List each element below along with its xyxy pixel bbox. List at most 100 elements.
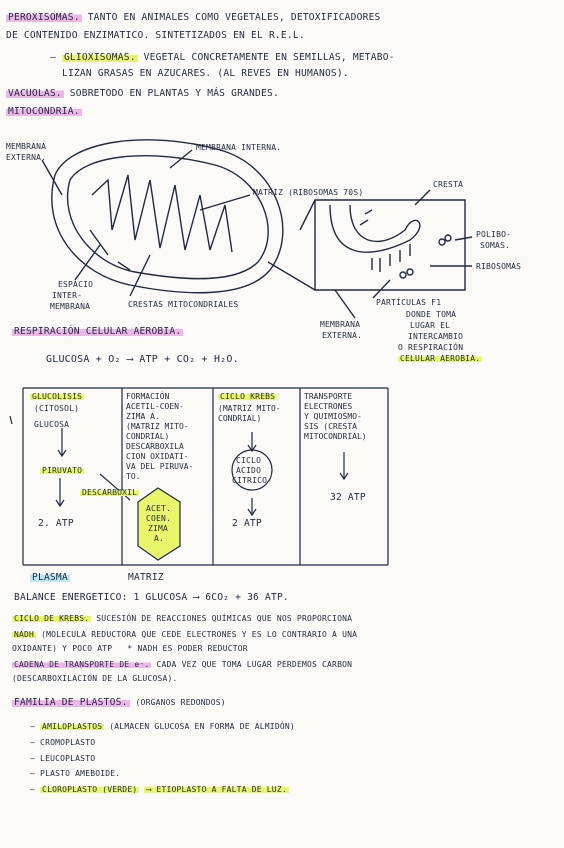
polisomas-label-1: POLIBO-	[476, 230, 512, 239]
glioxisomas-text-1: VEGETAL CONCRETAMENTE EN SEMILLAS, METAB…	[143, 52, 395, 63]
col4-text: TRANSPORTE ELECTRONES Y QUIMIOSMO- SIS (…	[304, 392, 367, 441]
col3-sub: (MATRIZ MITO- CONDRIAL)	[218, 404, 281, 423]
mitochondria-inner-membrane	[66, 154, 269, 280]
col1-sub: (CITOSOL)	[34, 404, 80, 413]
respiracion-title: RESPIRACIÓN CELULAR AEROBIA.	[12, 326, 184, 338]
mitocondria-heading: MITOCONDRIA.	[6, 106, 82, 118]
krebs-text-3b: * NADH ES PODER REDUCTOR	[127, 644, 248, 653]
vacuolas-text: SOBRETODO EN PLANTAS Y MÁS GRANDES.	[69, 88, 279, 99]
arrow-crestas	[129, 254, 151, 297]
col1-glucosa: GLUCOSA	[34, 420, 70, 429]
peroxisomas-text-1: TANTO EN ANIMALES COMO VEGETALES, DETOXI…	[87, 12, 381, 23]
matriz-bottom-label: MATRIZ	[128, 572, 164, 583]
plasto-name-5: CLOROPLASTO (VERDE)	[40, 785, 140, 794]
plastos-title-line: FAMILIA DE PLASTOS. (ORGANOS REDONDOS)	[12, 697, 226, 709]
arrow-membrana-2	[334, 289, 356, 319]
plasto-name-3: LEUCOPLASTO	[40, 754, 96, 763]
plasto-item-1: – AMILOPLASTOS (ALMACEN GLUCOSA EN FORMA…	[30, 722, 295, 731]
membrana2-label-2: EXTERNA.	[322, 331, 363, 340]
arrow-polisomas	[454, 236, 473, 241]
col1-piruvato-text: PIRUVATO	[40, 466, 85, 475]
col1-title-text: GLUCOLISIS	[30, 392, 85, 401]
plasto-desc-5: ⟶ ETIOPLASTO A FALTA DE LUZ.	[144, 785, 289, 794]
peroxisomas-text-2: DE CONTENIDO ENZIMATICO. SINTETIZADOS EN…	[6, 30, 305, 41]
plasto-desc-1: (ALMACEN GLUCOSA EN FORMA DE ALMIDÓN)	[109, 722, 295, 731]
ciclo-1: CICLO	[236, 456, 262, 465]
particulas-label-2: DONDE TOMA	[406, 310, 457, 319]
ciclo-3: CITRICO	[232, 476, 268, 485]
col1-piruvato: PIRUVATO	[40, 466, 85, 476]
cadena-line-1: CADENA DE TRANSPORTE DE e⁻. CADA VEZ QUE…	[12, 660, 352, 670]
peroxisomas-line-1: PEROXISOMAS. TANTO EN ANIMALES COMO VEGE…	[6, 12, 381, 24]
espacio-label-2: INTER-	[52, 291, 83, 300]
zoom-connector	[267, 199, 316, 291]
peroxisomas-label: PEROXISOMAS.	[6, 12, 82, 23]
particulas-label-6: CELULAR AEROBIA.	[398, 354, 483, 364]
nadh-label: NADH	[12, 630, 37, 639]
descarboxil-text: DESCARBOXIL	[80, 488, 140, 497]
arrow-membrana-interna	[169, 149, 193, 169]
krebs-label: CICLO DE KREBS.	[12, 614, 92, 623]
plasto-item-4: – PLASTO AMEBOIDE.	[30, 769, 121, 778]
cresta-label: CRESTA	[433, 180, 464, 189]
plasma-label: PLASMA	[30, 572, 70, 584]
acet-4: A.	[154, 534, 165, 543]
particulas-label-4: INTERCAMBIO	[408, 332, 464, 341]
espacio-label-3: MEMBRANA	[50, 302, 91, 311]
mitochondria-outer-membrane	[51, 139, 284, 294]
particulas-label-5: O RESPIRACIÓN	[398, 343, 464, 352]
cadena-line-2: (DESCARBOXILACIÓN DE LA GLUCOSA).	[12, 674, 178, 683]
arrow-cresta	[414, 189, 431, 206]
plasto-item-2: – CROMOPLASTO	[30, 738, 96, 747]
particulas-label-6-text: CELULAR AEROBIA.	[398, 354, 483, 363]
plasto-item-3: – LEUCOPLASTO	[30, 754, 96, 763]
col1-atp: 2. ATP	[38, 518, 74, 529]
acet-1: ACET.	[146, 504, 172, 513]
acet-3: ZIMA	[148, 524, 169, 533]
arrow-matriz	[199, 194, 251, 211]
mitocondria-label: MITOCONDRIA.	[6, 106, 82, 117]
plastos-title: FAMILIA DE PLASTOS.	[12, 697, 130, 708]
matriz-label: MATRIZ (RIBOSOMAS 70S)	[253, 188, 364, 197]
vacuolas-line: VACUOLAS. SOBRETODO EN PLANTAS Y MÁS GRA…	[6, 88, 279, 100]
vacuolas-label: VACUOLAS.	[6, 88, 64, 99]
col3-title: CICLO KREBS	[218, 392, 278, 402]
polisomas-label-2: SOMAS.	[480, 241, 511, 250]
cresta-zoom-box	[314, 199, 466, 291]
plasma-text: PLASMA	[30, 572, 70, 583]
krebs-text-3a: OXIDANTE) Y POCO ATP	[12, 644, 113, 653]
membrana2-label-1: MEMBRANA	[320, 320, 361, 329]
respiracion-title-text: RESPIRACIÓN CELULAR AEROBIA.	[12, 326, 184, 337]
membrana-externa-1: MEMBRANA	[6, 142, 47, 151]
krebs-line-2: NADH (MOLECULA REDUCTORA QUE CEDE ELECTR…	[12, 630, 357, 640]
descarboxil-label: DESCARBOXIL	[80, 488, 140, 498]
krebs-text-2: (MOLECULA REDUCTORA QUE CEDE ELECTRONES …	[41, 630, 358, 639]
krebs-line-1: CICLO DE KREBS. SUCESIÓN DE REACCIONES Q…	[12, 614, 352, 624]
cadena-text-1: CADA VEZ QUE TOMA LUGAR PERDEMOS CARBON	[156, 660, 353, 669]
cresta-fold	[329, 204, 421, 253]
membrana-interna-label: MEMBRANA INTERNA.	[196, 143, 282, 152]
crestas-label: CRESTAS MITOCONDRIALES	[128, 300, 239, 309]
particulas-label-3: LUGAR EL	[410, 321, 451, 330]
balance-label: BALANCE ENERGETICO:	[14, 592, 128, 603]
espacio-label-1: ESPACIO	[58, 280, 94, 289]
ciclo-2: ACIDO	[236, 466, 262, 475]
krebs-line-3: OXIDANTE) Y POCO ATP * NADH ES PODER RED…	[12, 644, 248, 654]
col3-atp: 2 ATP	[232, 518, 262, 529]
membrana-externa-2: EXTERNA.	[6, 153, 47, 162]
plasto-item-5: – CLOROPLASTO (VERDE) ⟶ ETIOPLASTO A FAL…	[30, 785, 289, 794]
particulas-label: PARTÍCULAS F1	[376, 298, 442, 307]
col2-text: FORMACIÓN ACETIL-COEN- ZIMA A. (MATRIZ M…	[126, 392, 194, 481]
mitochondria-cristae	[91, 174, 233, 253]
plasto-name-2: CROMOPLASTO	[40, 738, 96, 747]
respiracion-formula: GLUCOSA + O₂ ⟶ ATP + CO₂ + H₂O.	[46, 354, 239, 365]
plasto-name-4: PLASTO AMEBOIDE.	[40, 769, 121, 778]
glioxisomas-text-2: LIZAN GRASAS EN AZUCARES. (AL REVES EN H…	[62, 68, 349, 79]
glioxisomas-label: GLIOXISOMAS.	[61, 52, 138, 63]
col3-title-text: CICLO KREBS	[218, 392, 278, 401]
arrow-espacio	[74, 244, 101, 281]
arrow-membrana-externa	[41, 159, 63, 196]
